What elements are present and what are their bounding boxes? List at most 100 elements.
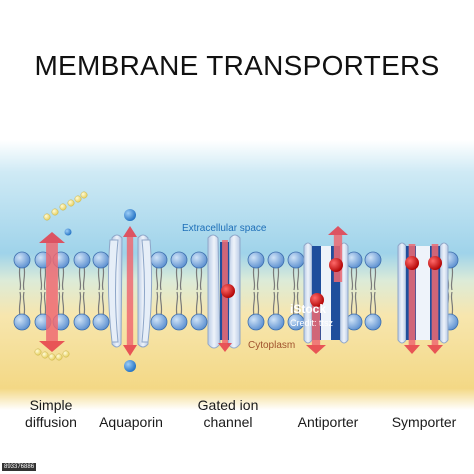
diffusion-arrow-head-down <box>39 341 65 352</box>
lipid-tail <box>179 265 183 291</box>
aquaporin-arrow-head-up <box>123 226 137 237</box>
lipid-tail <box>159 291 163 317</box>
lipid-head <box>364 313 382 331</box>
lipid-head <box>73 313 91 331</box>
lipid-tail <box>450 291 454 317</box>
symporter-arrow-1 <box>404 244 420 354</box>
lipid-tail <box>256 291 260 317</box>
symporter-arrow-1-shaft <box>408 244 416 345</box>
simple-diffusion-label: Simple diffusion <box>16 397 86 431</box>
small-molecule <box>80 191 88 199</box>
ion <box>405 256 419 270</box>
lipid-tail <box>276 291 280 317</box>
lipid-tail <box>199 291 203 317</box>
symporter-right <box>439 242 449 344</box>
small-molecule <box>55 353 63 361</box>
lipid-tail <box>350 265 354 291</box>
symporter-left <box>397 242 407 344</box>
lipid-tail <box>195 265 199 291</box>
lipid-tail <box>155 291 159 317</box>
lipid-tail <box>256 265 260 291</box>
lipid-tail <box>252 265 256 291</box>
aquaporin-arrow-head-down <box>123 345 137 356</box>
lipid-tail <box>354 291 358 317</box>
simple-diffusion-label-line2: diffusion <box>25 414 77 430</box>
lipid-tail <box>354 265 358 291</box>
small-molecule <box>41 351 49 359</box>
lipid-tail <box>296 291 300 317</box>
gated-ion-channel-label: Gated ion channel <box>188 397 268 431</box>
ion <box>310 293 324 307</box>
lipid-tail <box>369 265 373 291</box>
lipid-head <box>150 313 168 331</box>
gated-ion-channel-label-line2: channel <box>203 414 253 430</box>
lipid-tail <box>292 265 296 291</box>
gated-ion-channel-label-line1: Gated ion <box>197 397 259 413</box>
aquaporin-label: Aquaporin <box>99 414 163 430</box>
lipid-head <box>92 313 110 331</box>
ion <box>329 258 343 272</box>
lipid-tail <box>61 265 65 291</box>
water-molecule <box>124 209 136 221</box>
lipid-head <box>267 313 285 331</box>
lipid-head <box>13 251 31 269</box>
lipid-head <box>13 313 31 331</box>
lipid-tail <box>39 265 43 291</box>
lipid-tail <box>296 265 300 291</box>
antiporter-arrow-down-head <box>306 345 326 354</box>
lipid-tail <box>179 291 183 317</box>
lipid-tail <box>57 291 61 317</box>
simple-diffusion-label-line1: Simple <box>29 397 73 413</box>
lipid-tail <box>57 265 61 291</box>
antiporter-left <box>303 242 313 344</box>
small-molecule <box>43 213 51 221</box>
lipid-tail <box>159 265 163 291</box>
small-molecule <box>62 350 70 358</box>
small-molecule <box>74 195 82 203</box>
symporter-arrow-1-head <box>404 345 420 354</box>
lipid-head <box>287 251 305 269</box>
lipid-head <box>190 313 208 331</box>
lipid-tail <box>82 265 86 291</box>
lipid-tail <box>272 291 276 317</box>
water-molecule <box>124 360 136 372</box>
lipid-tail <box>43 291 47 317</box>
symporter-arrow-2-shaft <box>431 244 439 345</box>
antiporter-label: Antiporter <box>297 414 359 430</box>
lipid-tail <box>78 291 82 317</box>
symporter-label: Symporter <box>391 414 457 430</box>
aquaporin-arrow-shaft <box>126 237 134 345</box>
antiporter-arrow-down-shaft <box>311 296 321 345</box>
small-molecule <box>51 208 59 216</box>
lipid-tail <box>450 265 454 291</box>
lipid-head <box>247 313 265 331</box>
extracellular-space-label: Extracellular space <box>182 223 267 234</box>
lipid-tail <box>292 291 296 317</box>
istock-logo: iStock <box>290 302 327 316</box>
lipid-tail <box>252 291 256 317</box>
lipid-tail <box>175 265 179 291</box>
lipid-head <box>247 251 265 269</box>
lipid-tail <box>369 291 373 317</box>
symporter-middle <box>416 246 430 340</box>
stock-id: 893376886 <box>2 463 37 471</box>
lipid-tail <box>195 291 199 317</box>
cytoplasm-label: Cytoplasm <box>248 340 296 351</box>
credit-watermark: Credit: ttsz <box>290 318 334 328</box>
aquaporin-protein <box>107 234 153 348</box>
small-molecule-blue <box>64 228 72 236</box>
lipid-tail <box>272 265 276 291</box>
lipid-tail <box>18 265 22 291</box>
small-molecule <box>34 348 42 356</box>
ion <box>428 256 442 270</box>
lipid-head <box>92 251 110 269</box>
lipid-tail <box>78 265 82 291</box>
lipid-head <box>190 251 208 269</box>
diffusion-arrow-head-up <box>39 232 65 243</box>
diagram-title: MEMBRANE TRANSPORTERS <box>34 50 440 81</box>
diffusion-arrow-shaft <box>46 243 58 341</box>
lipid-tail <box>350 291 354 317</box>
lipid-tail <box>39 291 43 317</box>
lipid-tail <box>155 265 159 291</box>
